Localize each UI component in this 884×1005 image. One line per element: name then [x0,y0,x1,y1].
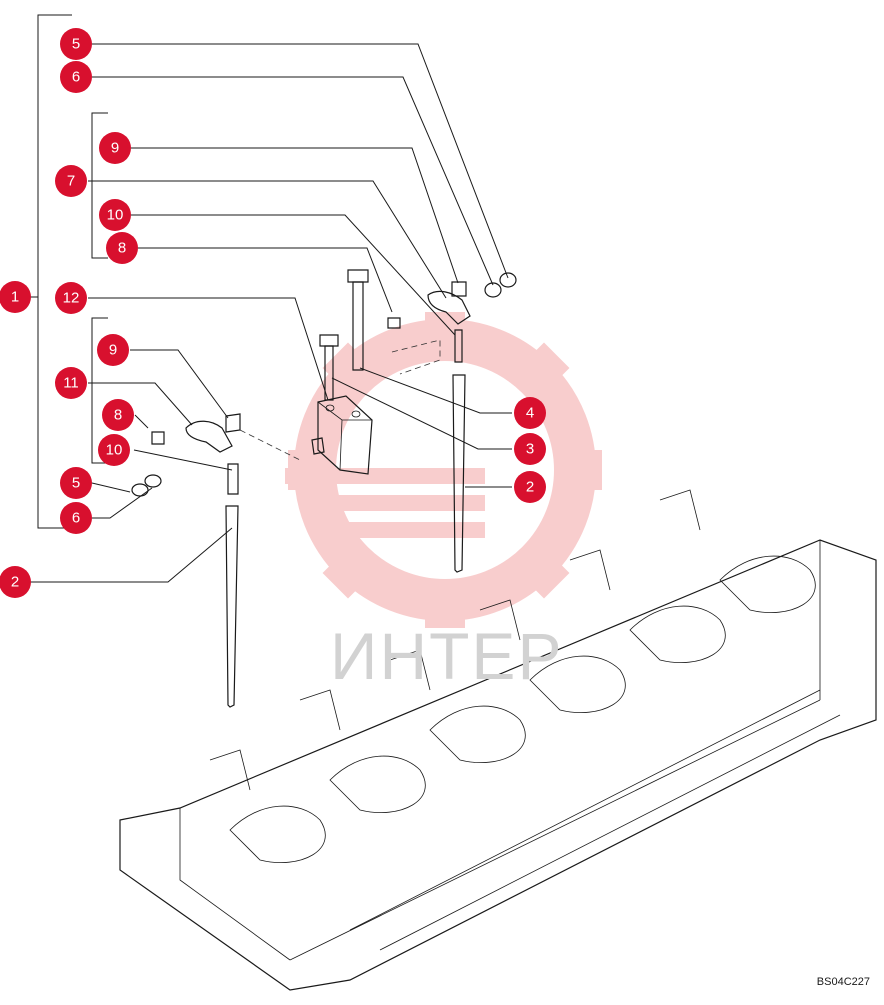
right-rocker-assembly [319,269,517,573]
cylinder-head [119,489,877,991]
callout-label: 1 [11,289,19,306]
callout-11: 11 [55,367,87,399]
callout-label: 9 [109,342,117,359]
leader-3 [331,377,512,450]
callout-label: 12 [63,290,80,307]
callout-label: 11 [63,375,79,392]
leader-6b [92,487,153,519]
callout-4: 4 [514,397,546,429]
callout-5-top: 5 [60,28,92,60]
callout-10-bottom: 10 [98,434,130,466]
callout-10-top: 10 [99,199,131,231]
callout-label: 8 [114,407,122,424]
callout-3: 3 [514,433,546,465]
bracket-group-1 [37,14,72,529]
leader-lines [30,43,512,583]
callout-label: 6 [72,69,80,86]
callout-label: 5 [72,475,80,492]
callout-label: 2 [11,574,19,591]
leader-6a [92,76,494,286]
leader-10b [133,449,233,471]
leader-7 [88,180,447,299]
callout-label: 4 [526,405,534,422]
callout-label: 10 [107,207,124,224]
leader-12 [88,297,329,401]
leader-5b [91,482,131,493]
callout-8-bottom: 8 [102,399,134,431]
callout-label: 3 [526,441,534,458]
leader-10a [131,214,456,336]
leader-11 [88,382,193,426]
callout-8-top: 8 [106,232,138,264]
exploded-parts [119,269,877,991]
callouts: 5 6 9 7 10 8 1 12 9 11 8 10 5 6 2 4 3 2 [0,28,546,598]
callout-5-bottom: 5 [60,467,92,499]
callout-2-right: 2 [514,471,546,503]
bracket-group-7 [91,112,108,259]
figure-code: BS04C227 [816,976,870,988]
callout-label: 9 [111,140,119,157]
rocker-support-block [239,395,373,475]
leader-8b [134,414,149,429]
callout-label: 10 [106,442,123,459]
callout-label: 7 [67,173,75,190]
callout-12: 12 [55,282,87,314]
leader-4 [359,367,512,414]
leader-8a [138,247,393,313]
watermark-text: ИНТЕР [330,619,564,693]
group-brackets [30,14,108,529]
callout-1: 1 [0,281,31,313]
callout-label: 5 [72,36,80,53]
leader-5a [92,43,509,279]
leader-9b [130,349,229,419]
watermark-stripes [285,468,485,538]
leader-2a [30,527,233,583]
leader-9a [131,147,459,284]
callout-9-bottom: 9 [97,334,129,366]
callout-label: 6 [72,510,80,527]
bracket-group-11 [91,317,108,464]
callout-6-top: 6 [60,61,92,93]
callout-2-left: 2 [0,566,31,598]
callout-label: 2 [526,479,534,496]
left-rocker-assembly [131,413,241,708]
callout-7: 7 [55,165,87,197]
callout-6-bottom: 6 [60,502,92,534]
callout-label: 8 [118,240,126,257]
callout-9-top: 9 [99,132,131,164]
